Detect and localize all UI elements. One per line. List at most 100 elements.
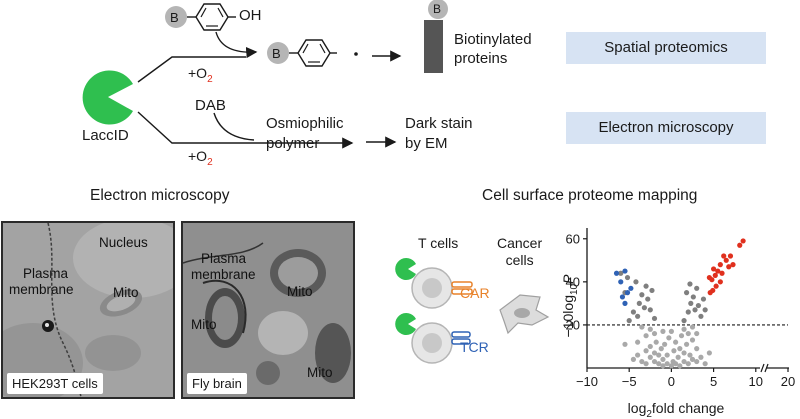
data-point (702, 307, 708, 313)
x-tick-label: 10 (749, 374, 763, 389)
data-point (622, 341, 628, 347)
x-tick-label: −5 (622, 374, 637, 389)
data-point (660, 328, 666, 334)
data-point (721, 253, 727, 259)
protein-block-icon (424, 20, 443, 73)
data-point (694, 285, 700, 291)
data-point (635, 339, 641, 345)
data-point (690, 294, 696, 300)
data-point (639, 324, 645, 330)
x-axis-title: log2fold change (628, 400, 725, 419)
data-point (633, 279, 639, 285)
biotin-icon-1 (165, 6, 187, 28)
electron-microscopy-pill: Electron microscopy (566, 112, 766, 144)
data-point (685, 361, 691, 367)
data-point (613, 270, 620, 276)
laccid-small-icon-1 (395, 258, 416, 280)
data-point (666, 335, 672, 341)
data-point (624, 290, 631, 296)
reaction-scheme (82, 0, 448, 149)
data-point (660, 356, 666, 362)
x-tick-label: −10 (576, 374, 598, 389)
data-point (710, 266, 717, 272)
laccid-small-icon-2 (395, 313, 416, 335)
data-point (651, 350, 658, 356)
data-point (681, 326, 687, 332)
data-point (662, 341, 668, 347)
data-point (683, 290, 690, 296)
data-point (694, 358, 700, 365)
data-point (643, 361, 649, 367)
data-point (673, 361, 679, 367)
data-point (681, 350, 687, 356)
data-point (618, 270, 624, 276)
data-point (685, 309, 691, 315)
data-point (694, 346, 700, 352)
data-point (653, 339, 659, 345)
biotin-icon-2 (267, 42, 289, 64)
data-point (715, 268, 721, 274)
cell-cartoons (395, 258, 550, 364)
data-point (668, 363, 674, 369)
data-point (694, 330, 700, 337)
t-cells-label: T cells (418, 235, 459, 251)
laccid-label: LaccID (82, 127, 129, 144)
data-point (712, 272, 718, 278)
data-point (658, 346, 664, 352)
data-point (685, 330, 691, 337)
data-point (706, 274, 712, 281)
data-point (683, 341, 690, 347)
data-point (636, 300, 642, 306)
biotin-label-1: B (170, 10, 179, 25)
axis-break-mark (760, 363, 765, 373)
data-point (727, 253, 734, 259)
data-point (664, 352, 670, 358)
data-point (692, 307, 698, 313)
data-point (698, 354, 704, 360)
data-point (713, 283, 719, 289)
biotin-icon-3 (428, 0, 448, 19)
tcr-receptor-icon (451, 331, 471, 338)
x-tick-label: 20 (781, 374, 795, 389)
data-point (618, 279, 624, 285)
biotin-label-3: B (433, 2, 442, 16)
oxygen-label-bottom: +O2 (188, 148, 213, 168)
em-section-title: Electron microscopy (90, 187, 230, 204)
x-tick-label: 0 (668, 374, 675, 389)
data-point (687, 352, 693, 358)
biotin-label-2: B (272, 46, 281, 61)
data-point (688, 300, 694, 306)
data-point (651, 330, 658, 337)
x-tick-label: 5 (710, 374, 717, 389)
data-point (698, 313, 704, 319)
data-point (647, 326, 653, 332)
axis-break-mark (764, 363, 769, 373)
data-point (675, 354, 681, 360)
data-point (635, 352, 641, 358)
data-point (624, 274, 631, 281)
data-point (689, 356, 696, 362)
data-point (619, 294, 626, 300)
data-point (656, 361, 662, 367)
data-point (702, 361, 708, 367)
data-point (622, 300, 628, 306)
data-point (641, 305, 647, 311)
data-point (717, 279, 723, 285)
data-point (730, 262, 736, 268)
laccid-enzyme-icon (82, 70, 133, 125)
data-point (664, 361, 670, 367)
data-point (719, 270, 725, 276)
mito-label-1: Mito (113, 285, 139, 300)
fly-brain-caption: Fly brain (187, 373, 247, 394)
radical-dot-icon (354, 52, 358, 56)
data-point (678, 333, 685, 339)
data-point (630, 309, 637, 315)
data-point (723, 257, 729, 263)
branch-top-line (137, 56, 246, 83)
data-point (651, 315, 658, 322)
